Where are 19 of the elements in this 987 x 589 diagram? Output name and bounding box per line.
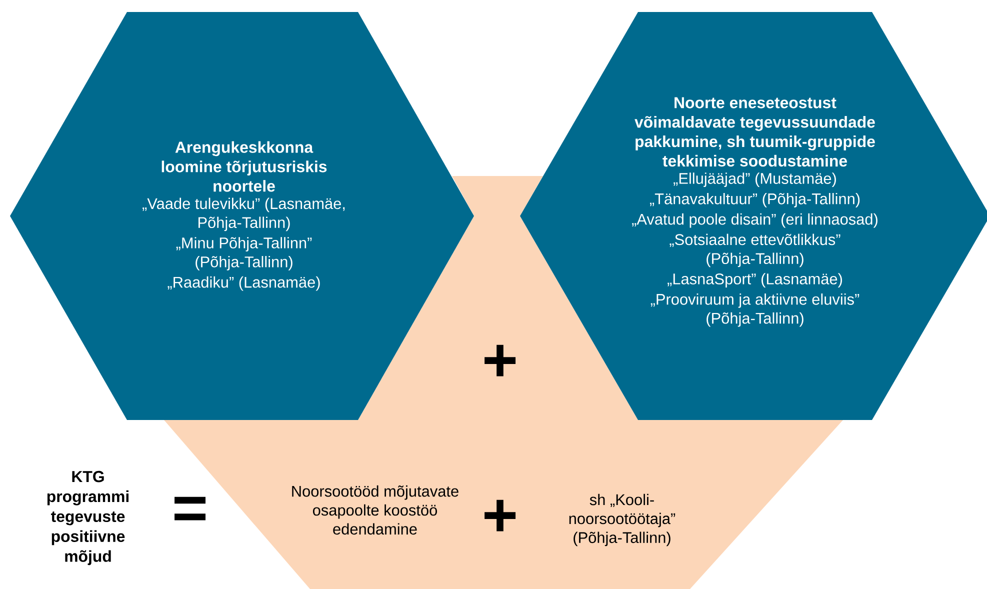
operator-sign: + bbox=[484, 344, 516, 376]
hexagon bbox=[520, 12, 987, 420]
operator-sign: = bbox=[174, 496, 206, 520]
project-item: „Raadiku” (Lasnamäe) bbox=[168, 276, 320, 291]
result-text: KTG programmi tegevuste positiivne mõjud bbox=[47, 470, 128, 566]
hexagon bbox=[10, 12, 474, 420]
project-item: „Avatud poole disain” (eri linnaosad) bbox=[632, 213, 878, 228]
project-item: „Vaade tulevikku” (Lasnamäe, Põhja-Tallinn) bbox=[142, 198, 345, 232]
heading: Arengukeskkonna loomine tõrjutusriskis noortele bbox=[162, 141, 327, 192]
band-text: Noorsootööd mõjutavate osapoolte koostöö edendamine bbox=[292, 485, 458, 535]
project-item: „Minu Põhja-Tallinn” (Põhja-Tallinn) bbox=[176, 237, 312, 270]
project-item: „Tänavakultuur” (Põhja-Tallinn) bbox=[650, 192, 860, 208]
project-item: „Ellujääjad” (Mustamäe) bbox=[674, 172, 836, 187]
project-item: „Prooviruum ja aktiivne eluviis” (Põhja-Tallinn) bbox=[650, 293, 860, 327]
heading: Noorte eneseteostust võimaldavate tegevussuundade pakkumine, sh tuumik-gruppide tekkimise soodustamine bbox=[634, 97, 875, 167]
operator-sign: + bbox=[484, 500, 516, 532]
band-text: sh „Kooli-noorsootöötaja” (Põhja-Tallinn) bbox=[569, 494, 676, 546]
project-item: „LasnaSport” (Lasnamäe) bbox=[668, 273, 842, 288]
project-item: „Sotsiaalne ettevõtlikkus” (Põhja-Tallinn) bbox=[670, 234, 840, 268]
